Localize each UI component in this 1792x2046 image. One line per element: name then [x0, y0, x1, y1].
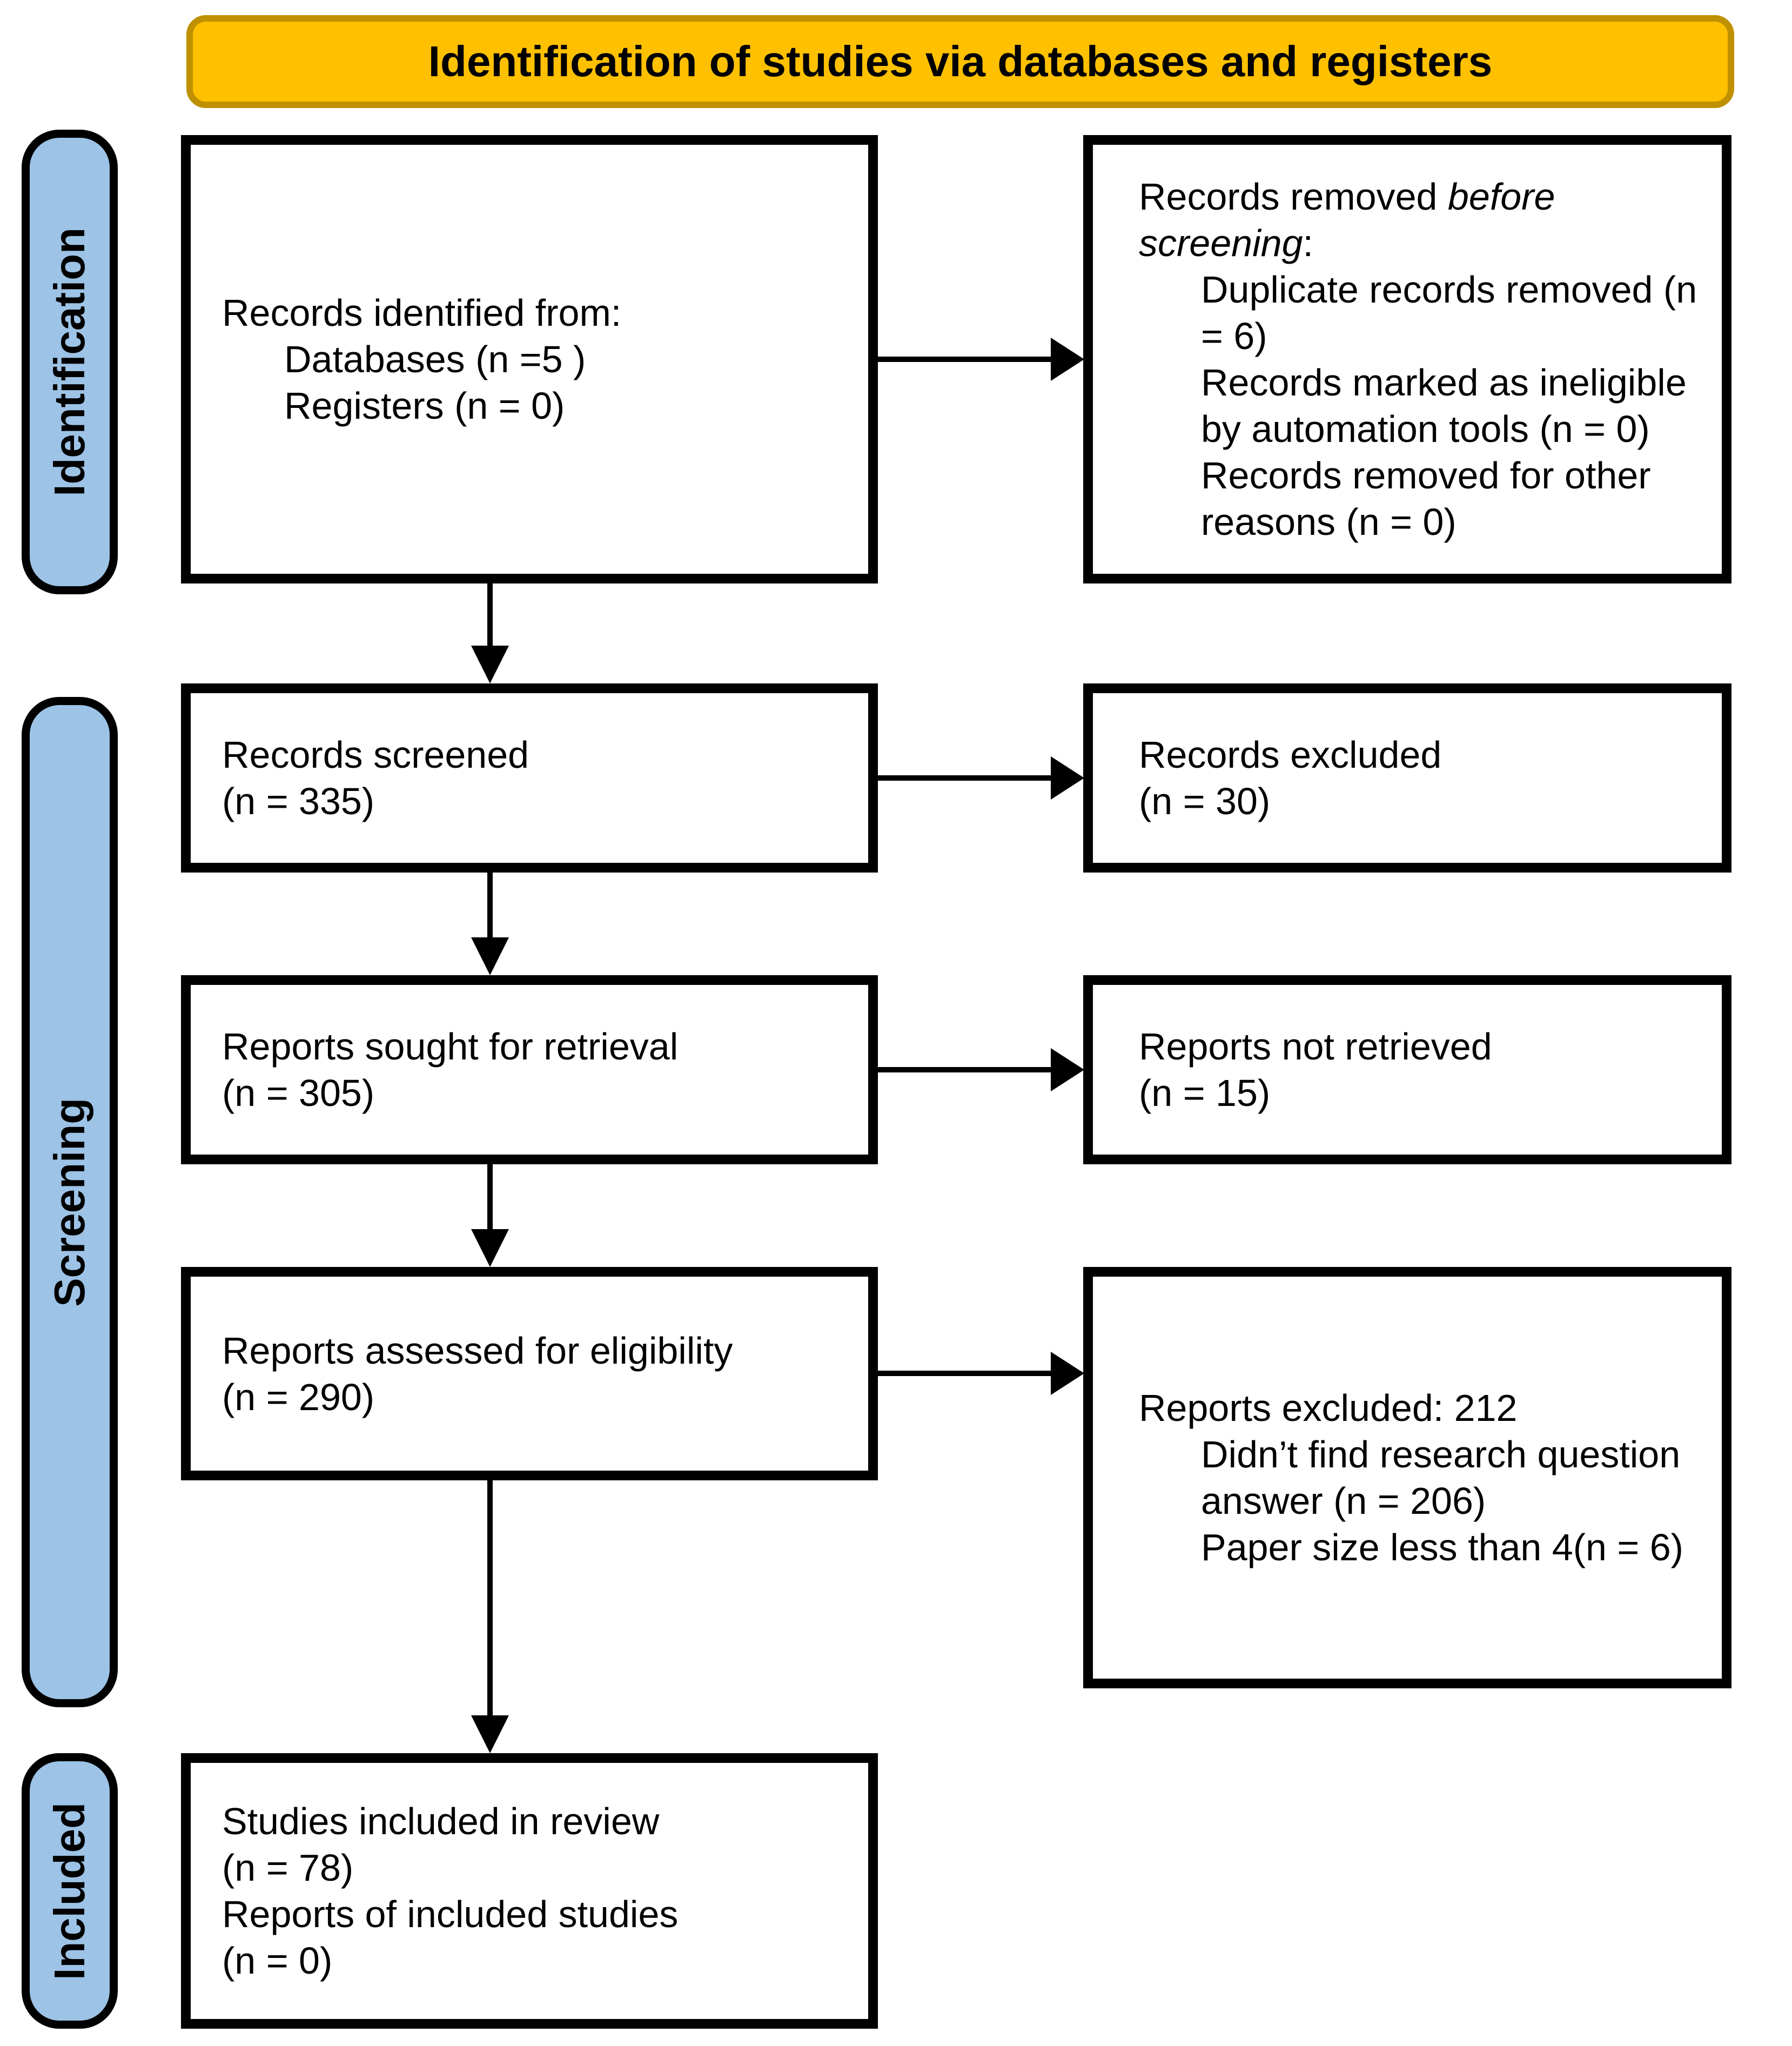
text-line: Reports excluded: 212: [1139, 1387, 1518, 1429]
arrow-identified-to-removed-line: [878, 357, 1052, 362]
text-line: Duplicate records removed (n = 6): [1201, 269, 1697, 357]
arrow-sought-to-assessed-head-icon: [471, 1229, 509, 1267]
arrow-identified-to-screened-line: [487, 583, 493, 647]
text-line: (n = 0): [222, 1940, 333, 1982]
text-line: Records removed before screening:: [1139, 176, 1555, 264]
arrow-identified-to-removed-head-icon: [1051, 338, 1084, 381]
text-line: Registers (n = 0): [284, 385, 565, 427]
text-line: Records identified from:: [222, 292, 622, 334]
text-line: (n = 290): [222, 1376, 375, 1418]
text-line: Records screened: [222, 734, 529, 776]
arrow-identified-to-screened-head-icon: [471, 646, 509, 683]
stage-label-identification-text: Identification: [45, 227, 93, 497]
arrow-screened-to-sought-line: [487, 873, 493, 939]
text-line: (n = 30): [1139, 780, 1271, 822]
text-line: Records excluded: [1139, 734, 1442, 776]
arrow-sought-to-not-retrieved-line: [878, 1067, 1052, 1072]
stage-label-screening-text: Screening: [45, 1097, 93, 1307]
arrow-assessed-to-included-head-icon: [471, 1715, 509, 1753]
box-records-removed-before-screening: Records removed before screening:Duplica…: [1083, 135, 1731, 583]
arrow-screened-to-sought-head-icon: [471, 937, 509, 975]
text-line: (n = 15): [1139, 1072, 1271, 1114]
text-line: Paper size less than 4(n = 6): [1201, 1526, 1683, 1568]
box-reports-not-retrieved: Reports not retrieved(n = 15): [1083, 975, 1731, 1164]
box-records-identified: Records identified from:Databases (n =5 …: [181, 135, 878, 583]
text-line: Reports not retrieved: [1139, 1025, 1492, 1068]
banner-title: Identification of studies via databases …: [428, 37, 1493, 85]
stage-label-included-text: Included: [45, 1802, 93, 1980]
arrow-screened-to-excluded-line: [878, 775, 1052, 781]
banner: Identification of studies via databases …: [186, 15, 1734, 108]
box-studies-included-in-review: Studies included in review (n = 78)Report…: [181, 1753, 878, 2029]
text-line: Studies included in review: [222, 1800, 660, 1842]
text-line: Records marked as ineligible by automati…: [1201, 361, 1687, 450]
text-line: Reports of included studies: [222, 1893, 679, 1935]
arrow-assessed-to-included-line: [487, 1480, 493, 1717]
stage-label-identification: Identification: [22, 130, 118, 594]
text-line: Reports sought for retrieval: [222, 1025, 679, 1068]
arrow-screened-to-excluded-head-icon: [1051, 756, 1084, 800]
box-reports-assessed-for-eligibility: Reports assessed for eligibility(n = 290…: [181, 1267, 878, 1480]
box-reports-sought-for-retrieval: Reports sought for retrieval(n = 305): [181, 975, 878, 1164]
text-line: Records removed for other reasons (n = 0…: [1201, 454, 1651, 543]
arrow-assessed-to-reports-excluded-line: [878, 1371, 1052, 1376]
text-line: Didn’t find research question answer (n …: [1201, 1433, 1681, 1522]
text-line: (n = 78): [222, 1847, 354, 1889]
box-records-screened: Records screened(n = 335): [181, 683, 878, 873]
arrow-sought-to-assessed-line: [487, 1164, 493, 1231]
stage-label-screening: Screening: [22, 697, 118, 1707]
arrow-assessed-to-reports-excluded-head-icon: [1051, 1352, 1084, 1395]
stage-label-included: Included: [22, 1753, 118, 2029]
text-line: Reports assessed for eligibility: [222, 1329, 733, 1372]
text-line: (n = 335): [222, 780, 375, 822]
box-records-excluded: Records excluded(n = 30): [1083, 683, 1731, 873]
arrow-sought-to-not-retrieved-head-icon: [1051, 1048, 1084, 1091]
text-line: Databases (n =5 ): [284, 338, 586, 380]
text-line: (n = 305): [222, 1072, 375, 1114]
